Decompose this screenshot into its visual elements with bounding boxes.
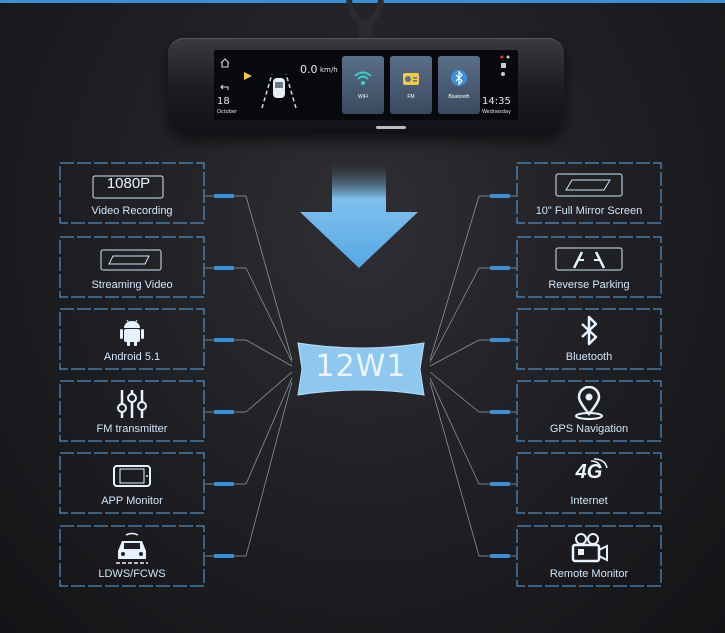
model-badge (297, 342, 425, 396)
wifi-icon (354, 71, 372, 85)
feature-label: APP Monitor (101, 495, 163, 507)
home-indicator (376, 126, 406, 129)
mirror-screen: 18 October 0.0 km/h WiFi (214, 50, 518, 120)
status-icons (500, 55, 510, 76)
rearview-mirror-device: 18 October 0.0 km/h WiFi (168, 38, 564, 134)
model-name: 12W1 (315, 349, 407, 384)
radio-icon (403, 73, 419, 85)
feature-label: GPS Navigation (549, 423, 629, 435)
down-arrow-icon (300, 162, 418, 268)
tile-bluetooth[interactable]: Bluetooth (438, 56, 480, 114)
bluetooth-icon (451, 70, 467, 86)
tile-label: WiFi (358, 94, 368, 100)
4g-label: 4G (575, 461, 603, 483)
arrow-pointer-icon (244, 72, 252, 80)
tile-label: FM (407, 94, 415, 100)
speed-unit: km/h (320, 66, 338, 74)
clock-time: 14:35 (482, 96, 511, 107)
streaming-video-icon (100, 249, 162, 271)
android-icon (120, 319, 144, 346)
feature-label: Remote Monitor (549, 568, 629, 580)
equalizer-icon (117, 390, 147, 418)
bluetooth-icon (581, 315, 598, 346)
feature-video-recording: 1080P Video Recording (59, 162, 205, 224)
feature-fm-transmitter: FM transmitter (59, 380, 205, 442)
4g-icon (590, 458, 608, 469)
weekday: Wednesday (482, 109, 511, 115)
mirror-mount (346, 0, 384, 40)
speed-value: 0.0 (300, 63, 318, 76)
feature-label: FM transmitter (96, 423, 168, 435)
feature-label: LDWS/FCWS (98, 568, 166, 580)
feature-app-monitor: APP Monitor (59, 452, 205, 514)
back-icon[interactable] (220, 82, 230, 92)
date-month: October (217, 109, 238, 115)
tile-wifi[interactable]: WiFi (342, 56, 384, 114)
feature-bluetooth: Bluetooth (516, 308, 662, 370)
1080p-badge-icon (92, 175, 164, 199)
feature-label: 10" Full Mirror Screen (535, 205, 643, 217)
feature-streaming-video: Streaming Video (59, 236, 205, 298)
location-pin-icon (575, 386, 603, 420)
feature-ldws-fcws: LDWS/FCWS (59, 525, 205, 587)
top-accent-line (0, 0, 725, 3)
reverse-parking-icon (555, 247, 623, 271)
feature-label: Streaming Video (91, 279, 173, 291)
date-day: 18 (217, 96, 230, 107)
home-icon[interactable] (220, 58, 230, 68)
car-warning-icon (116, 532, 148, 564)
feature-internet: 4G Internet (516, 452, 662, 514)
feature-android: Android 5.1 (59, 308, 205, 370)
feature-full-mirror-screen: 10" Full Mirror Screen (516, 162, 662, 224)
tile-label: Bluetooth (448, 94, 470, 100)
feature-label: Bluetooth (565, 351, 613, 363)
feature-label: Reverse Parking (548, 279, 630, 291)
tile-fm[interactable]: FM (390, 56, 432, 114)
feature-label: Video Recording (91, 205, 173, 217)
feature-label: Internet (570, 495, 608, 507)
feature-reverse-parking: Reverse Parking (516, 236, 662, 298)
video-camera-icon (571, 533, 608, 563)
feature-remote-monitor: Remote Monitor (516, 525, 662, 587)
feature-label: Android 5.1 (103, 351, 161, 363)
car-dashboard-icon (261, 73, 297, 109)
feature-gps-navigation: GPS Navigation (516, 380, 662, 442)
mirror-screen-icon (555, 173, 623, 197)
resolution-label: 1080P (106, 175, 151, 192)
phone-icon (113, 465, 151, 487)
